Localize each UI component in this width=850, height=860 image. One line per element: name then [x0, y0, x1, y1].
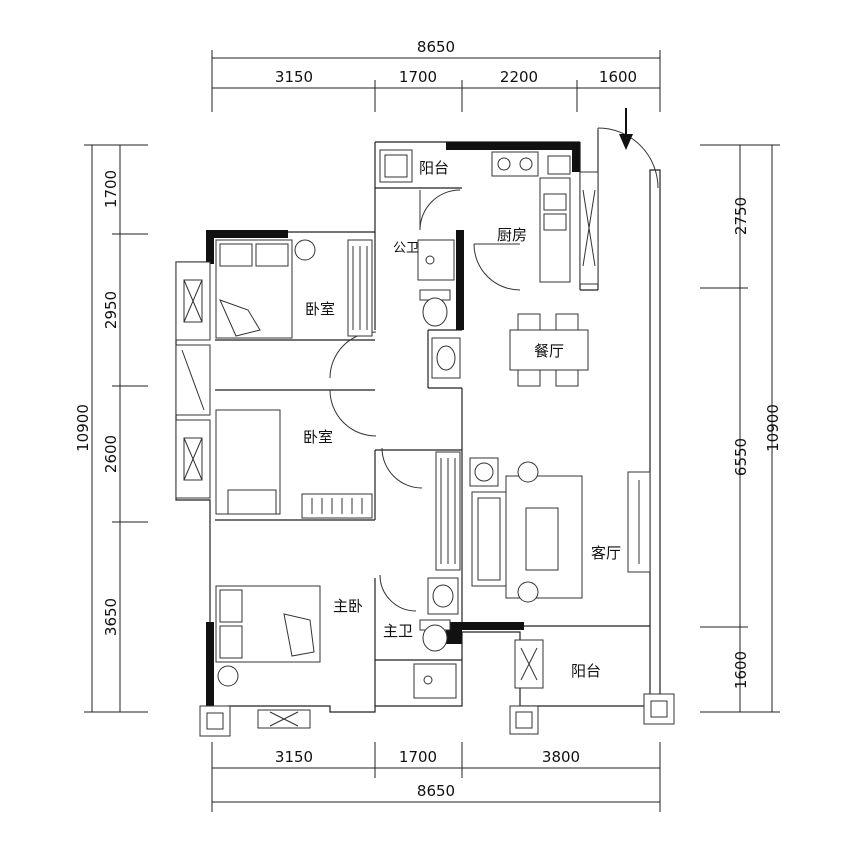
dim-bottom-total: 8650 [417, 782, 455, 800]
dim-right-seg-3: 1600 [732, 651, 750, 689]
room-label-kitchen: 厨房 [497, 226, 527, 244]
dim-top-seg-2: 1700 [399, 68, 437, 86]
dim-top-seg-3: 2200 [500, 68, 538, 86]
window-icon [175, 171, 675, 737]
dim-bottom-seg-3: 3800 [542, 748, 580, 766]
washer-icon [379, 149, 413, 183]
dining-table-icon [509, 313, 589, 387]
room-label-public-bath: 公卫 [393, 241, 419, 256]
room-label-master-bath: 主卫 [383, 622, 413, 640]
entry-arrow-icon [619, 108, 633, 150]
sink-icon [539, 155, 571, 283]
dim-bottom-seg-1: 3150 [275, 748, 313, 766]
dim-right-total: 10900 [764, 404, 782, 452]
room-label-bedroom-1: 卧室 [305, 300, 335, 318]
sofa-icon [471, 461, 583, 603]
dimension-labels: 8650 3150 1700 2200 1600 3150 1700 3800 … [74, 38, 782, 800]
dimension-lines [84, 50, 780, 812]
bed-icon [215, 239, 321, 663]
stove-icon [491, 151, 539, 177]
room-label-bedroom-2: 卧室 [303, 428, 333, 446]
dim-left-seg-3: 2600 [102, 435, 120, 473]
dim-left-seg-2: 2950 [102, 291, 120, 329]
dim-right-seg-1: 2750 [732, 197, 750, 235]
dim-top-total: 8650 [417, 38, 455, 56]
wardrobe-icon [301, 239, 461, 571]
room-labels: 阳台 厨房 公卫 卧室 餐厅 卧室 客厅 主卧 主卫 阳台 [303, 159, 621, 680]
room-label-master-bedroom: 主卧 [333, 597, 363, 615]
dim-bottom-seg-2: 1700 [399, 748, 437, 766]
toilet-icon [419, 289, 451, 652]
dim-top-seg-1: 3150 [275, 68, 313, 86]
washbasin-icon [413, 239, 461, 699]
room-label-dining: 餐厅 [534, 342, 564, 360]
door-swing-icon [329, 127, 659, 612]
dim-left-seg-4: 3650 [102, 598, 120, 636]
room-label-living: 客厅 [591, 544, 621, 562]
room-label-balcony-top: 阳台 [419, 159, 449, 177]
dim-left-seg-1: 1700 [102, 170, 120, 208]
dim-top-seg-4: 1600 [599, 68, 637, 86]
dim-right-seg-2: 6550 [732, 438, 750, 476]
room-label-balcony-bottom: 阳台 [571, 662, 601, 680]
air-conditioner-icon [217, 239, 499, 687]
dim-left-total: 10900 [74, 404, 92, 452]
